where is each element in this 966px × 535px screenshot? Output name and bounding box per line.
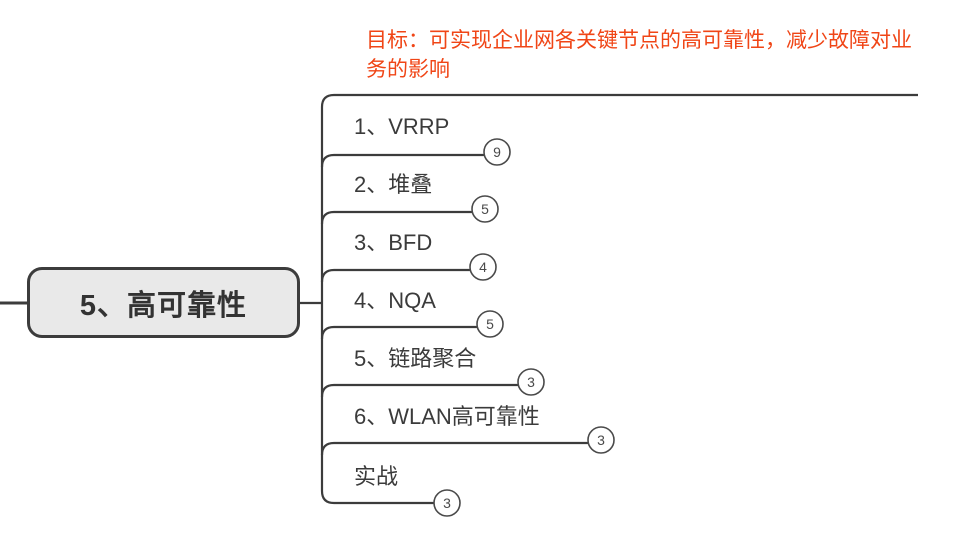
branch-line-5 [320, 383, 518, 398]
goal-note: 目标：可实现企业网各关键节点的高可靠性，减少故障对业务的影响 [366, 29, 912, 81]
badge-label-7: 3 [443, 495, 451, 511]
branch-line-1 [320, 153, 484, 168]
badge-circle-2 [471, 195, 499, 223]
branch-label-4[interactable]: 4、NQA [354, 288, 436, 313]
branch-line-goal [320, 93, 918, 108]
branch-line-2 [320, 210, 472, 225]
badge-label-3: 4 [479, 259, 487, 275]
badge-label-4: 5 [486, 316, 494, 332]
badge-label-6: 3 [597, 432, 605, 448]
badge-circle-5 [517, 368, 545, 396]
badge-circle-1 [483, 138, 511, 166]
badge-circle-4 [476, 310, 504, 338]
root-node[interactable]: 5、高可靠性 [27, 267, 300, 338]
branch-label-5[interactable]: 5、链路聚合 [354, 346, 477, 371]
branch-label-2[interactable]: 2、堆叠 [354, 172, 433, 197]
branch-line-7 [320, 490, 434, 505]
badge-circle-3 [469, 253, 497, 281]
badge-circle-7 [433, 489, 461, 517]
branch-line-3 [320, 268, 470, 283]
branch-label-7[interactable]: 实战 [354, 464, 399, 489]
branch-label-3[interactable]: 3、BFD [354, 230, 433, 255]
badge-circle-6 [587, 426, 615, 454]
badge-label-5: 3 [527, 374, 535, 390]
branch-label-1[interactable]: 1、VRRP [354, 114, 450, 139]
branch-line-6 [320, 441, 588, 456]
branch-label-6[interactable]: 6、WLAN高可靠性 [354, 404, 540, 429]
badge-label-1: 9 [493, 144, 501, 160]
root-node-label: 5、高可靠性 [79, 289, 248, 322]
branch-line-4 [320, 325, 477, 340]
badge-label-2: 5 [481, 201, 489, 217]
